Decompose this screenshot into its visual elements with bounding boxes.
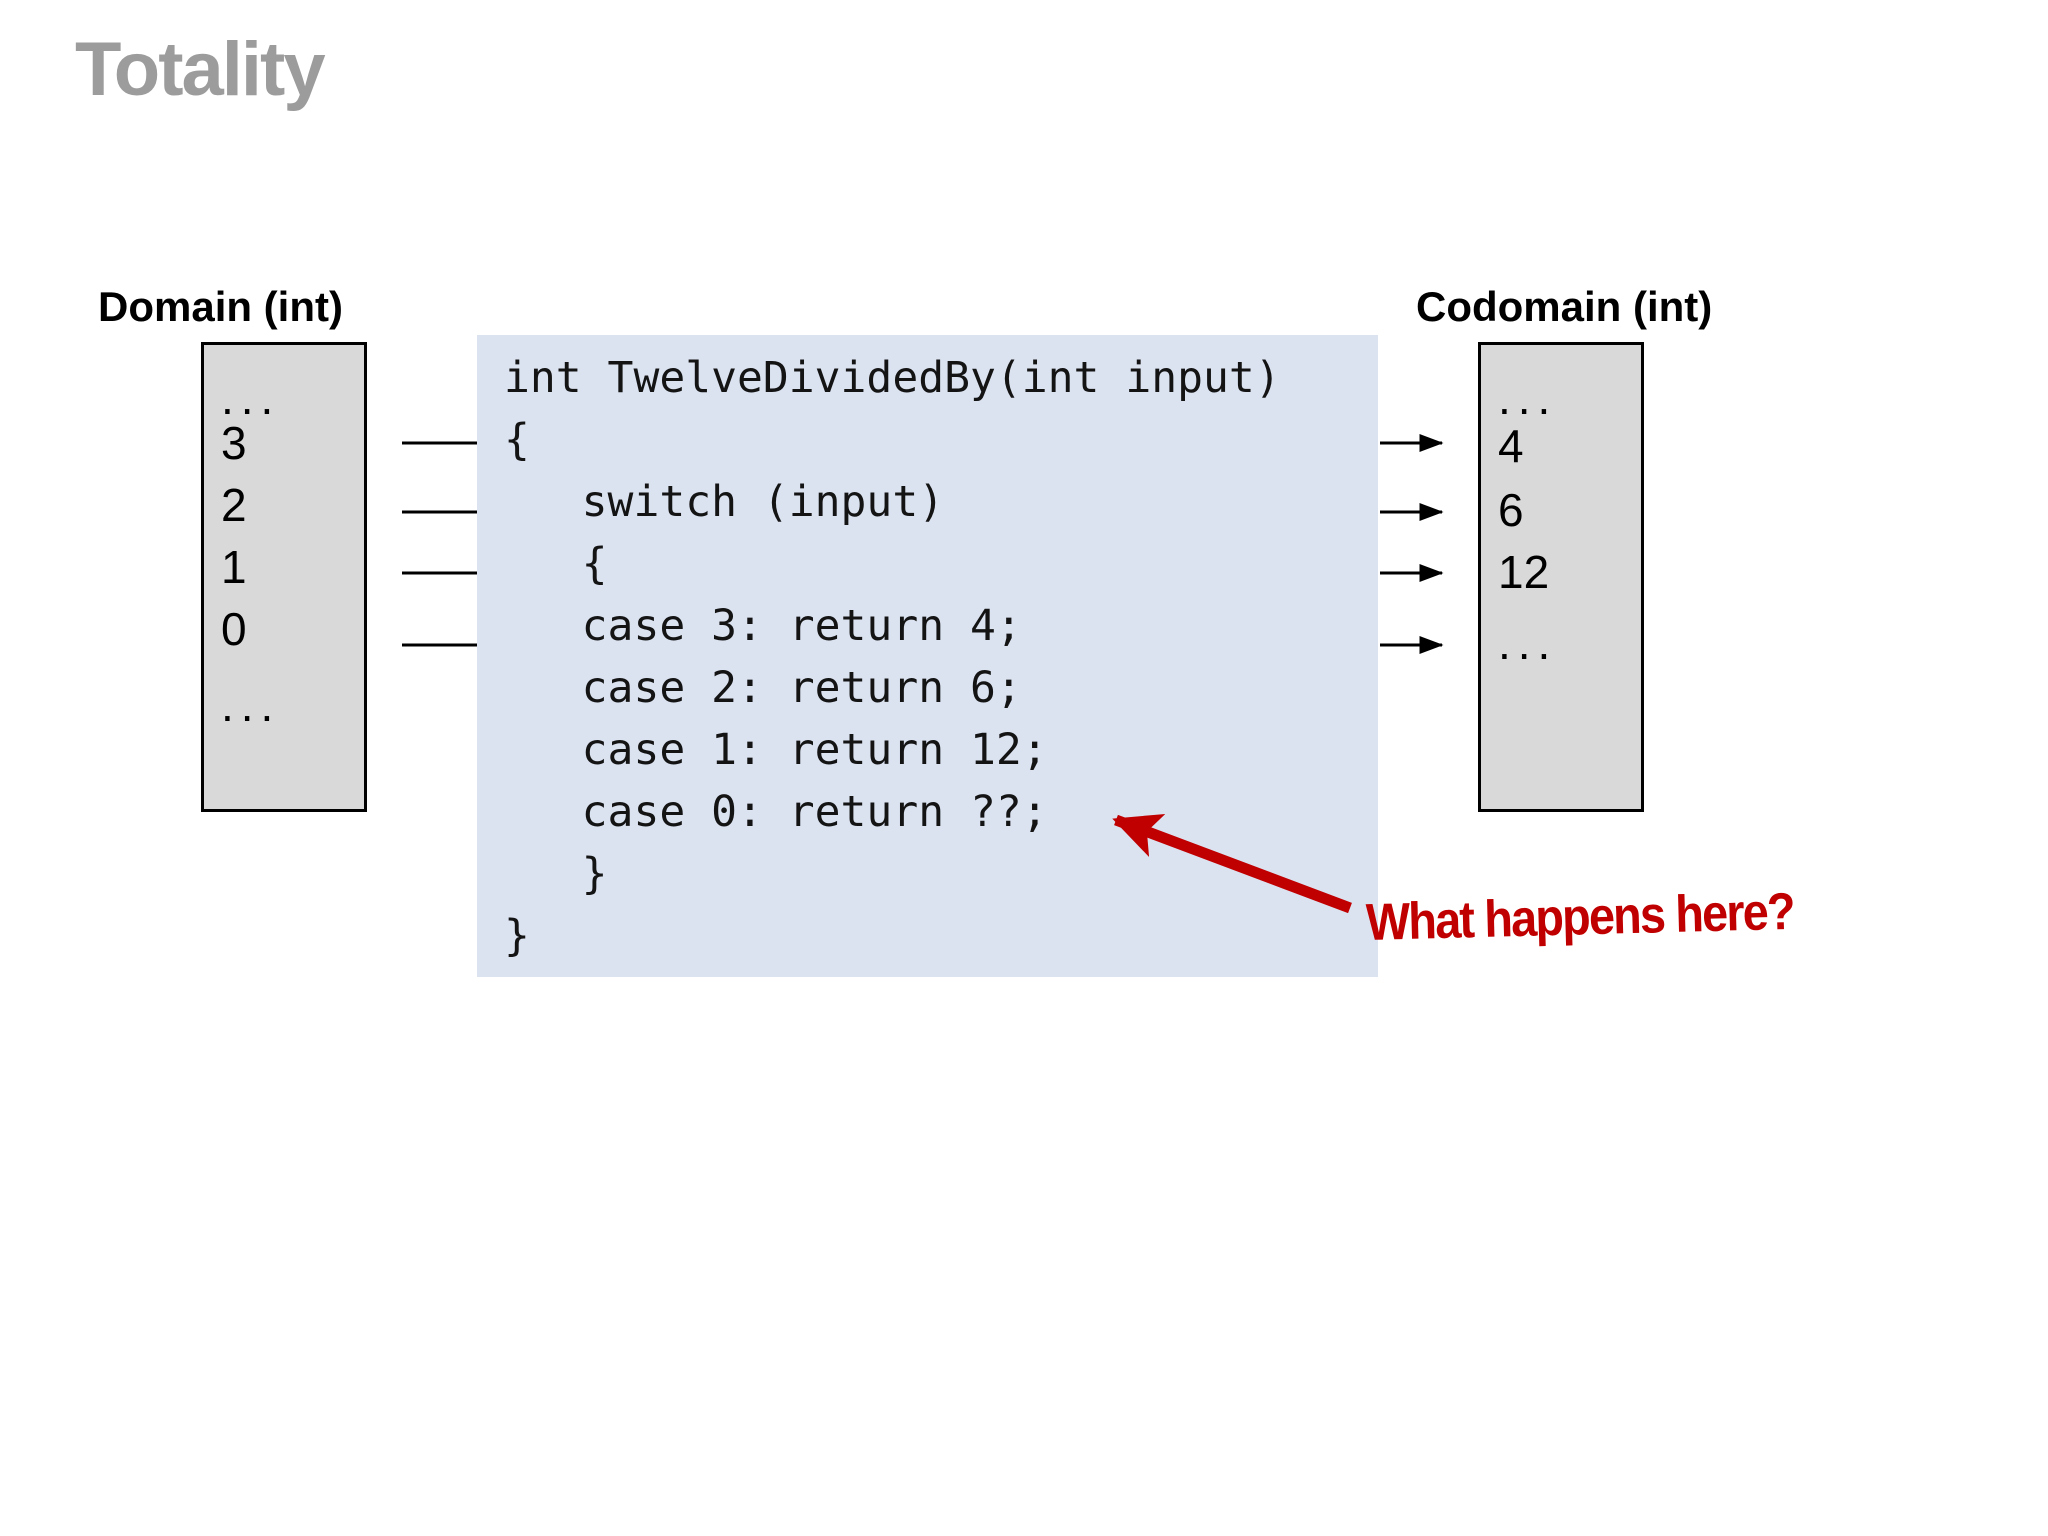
codomain-box — [1478, 342, 1644, 812]
domain-value-ellipsis-top: ... — [221, 372, 281, 424]
codomain-value-ellipsis-bottom: ... — [1498, 617, 1558, 669]
annotation-text: What happens here? — [1365, 882, 1795, 952]
codomain-label: Codomain (int) — [1416, 283, 1713, 330]
domain-label: Domain (int) — [98, 283, 343, 330]
codomain-value-12: 12 — [1498, 546, 1550, 598]
slide-title: Totality — [75, 27, 326, 112]
function-code-block: int TwelveDividedBy(int input) { switch … — [477, 335, 1378, 977]
domain-value-3: 3 — [221, 417, 247, 469]
domain-box — [201, 342, 367, 812]
domain-value-1: 1 — [221, 541, 247, 593]
domain-value-0: 0 — [221, 603, 247, 655]
codomain-value-6: 6 — [1498, 484, 1524, 536]
domain-value-2: 2 — [221, 479, 247, 531]
codomain-value-ellipsis-top: ... — [1498, 372, 1558, 424]
codomain-value-4: 4 — [1498, 420, 1524, 472]
domain-value-ellipsis-bottom: ... — [221, 679, 281, 731]
